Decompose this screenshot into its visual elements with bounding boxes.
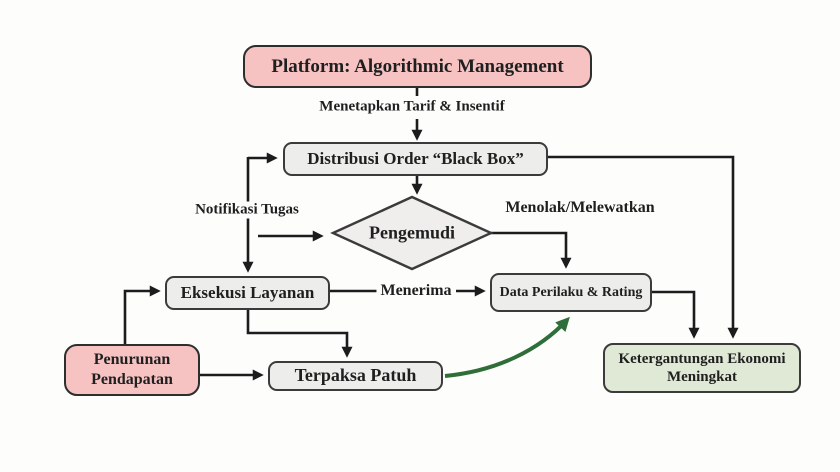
edge-penurunan-to-eksekusi: [123, 285, 161, 344]
edge-label-menetapkan-tarif: Menetapkan Tarif & Insentif: [319, 98, 505, 115]
edge-distribusi-to-ketergantungan: [548, 155, 739, 339]
node-data-perilaku-rating: Data Perilaku & Rating: [490, 273, 652, 312]
node-distribusi-order: Distribusi Order “Black Box”: [283, 142, 548, 176]
node-eksekusi-layanan: Eksekusi Layanan: [165, 276, 330, 310]
edge-pengemudi-to-data: [490, 231, 572, 269]
pengemudi-diamond: [330, 195, 494, 271]
edge-label-menerima: Menerima: [376, 282, 456, 300]
edge-terpaksa-to-data-green: [444, 316, 570, 378]
node-terpaksa-patuh: Terpaksa Patuh: [268, 361, 443, 391]
edge-label-menolak-melewatkan: Menolak/Melewatkan: [505, 199, 655, 216]
edge-eksekusi-to-terpaksa: [246, 310, 353, 358]
node-platform: Platform: Algorithmic Management: [243, 45, 592, 88]
edge-label-notifikasi-tugas: Notifikasi Tugas: [191, 201, 303, 219]
node-ketergantungan-ekonomi: Ketergantungan Ekonomi Meningkat: [603, 343, 801, 393]
node-penurunan-pendapatan: Penurunan Pendapatan: [64, 344, 200, 396]
edge-data-to-ketergantungan: [652, 290, 700, 339]
node-pengemudi-label: Pengemudi: [368, 222, 456, 243]
